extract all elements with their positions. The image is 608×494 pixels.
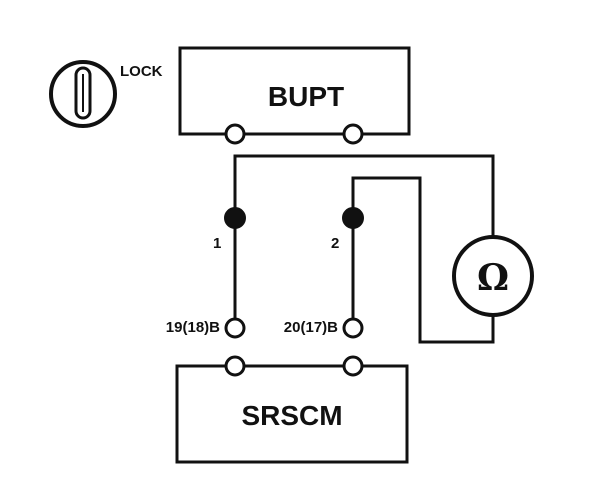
probe-point-2 <box>342 207 364 229</box>
pin-2-label: 2 <box>331 235 339 252</box>
key-switch-icon <box>49 60 117 128</box>
ohmmeter-icon <box>452 235 534 317</box>
terminal-20 <box>342 317 364 339</box>
bupt-terminal-1 <box>224 123 246 145</box>
srscm-terminal-2 <box>342 355 364 377</box>
terminal-20-label: 20(17)B <box>284 319 338 336</box>
srscm-terminal-1 <box>224 355 246 377</box>
bupt-label: BUPT <box>268 81 344 112</box>
bupt-terminal-2 <box>342 123 364 145</box>
lock-label: LOCK <box>120 63 163 80</box>
bupt-box <box>178 46 411 136</box>
terminal-19-label: 19(18)B <box>166 319 220 336</box>
ohm-symbol: Ω <box>477 257 509 299</box>
terminal-19 <box>224 317 246 339</box>
srscm-box <box>175 364 409 464</box>
srscm-label: SRSCM <box>241 400 342 431</box>
wire-pin2-to-meter <box>351 176 495 344</box>
pin-1-label: 1 <box>213 235 221 252</box>
wire-pin1-to-meter <box>233 154 495 238</box>
probe-point-1 <box>224 207 246 229</box>
